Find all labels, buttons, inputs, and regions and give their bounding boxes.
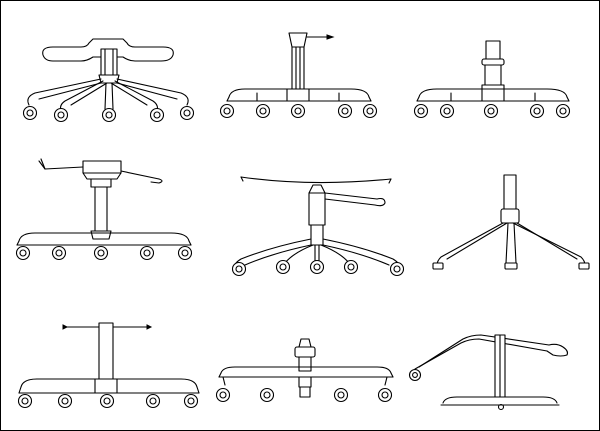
chair-base-4 xyxy=(15,158,193,261)
chair-base-8 xyxy=(215,338,394,403)
chair-base-7 xyxy=(17,322,200,409)
chair-base-1 xyxy=(22,38,195,123)
chair-base-3 xyxy=(413,40,571,119)
chair-base-2 xyxy=(219,32,378,119)
chair-base-5 xyxy=(231,176,405,277)
chair-base-9 xyxy=(408,334,569,411)
chair-base-6 xyxy=(432,174,590,270)
